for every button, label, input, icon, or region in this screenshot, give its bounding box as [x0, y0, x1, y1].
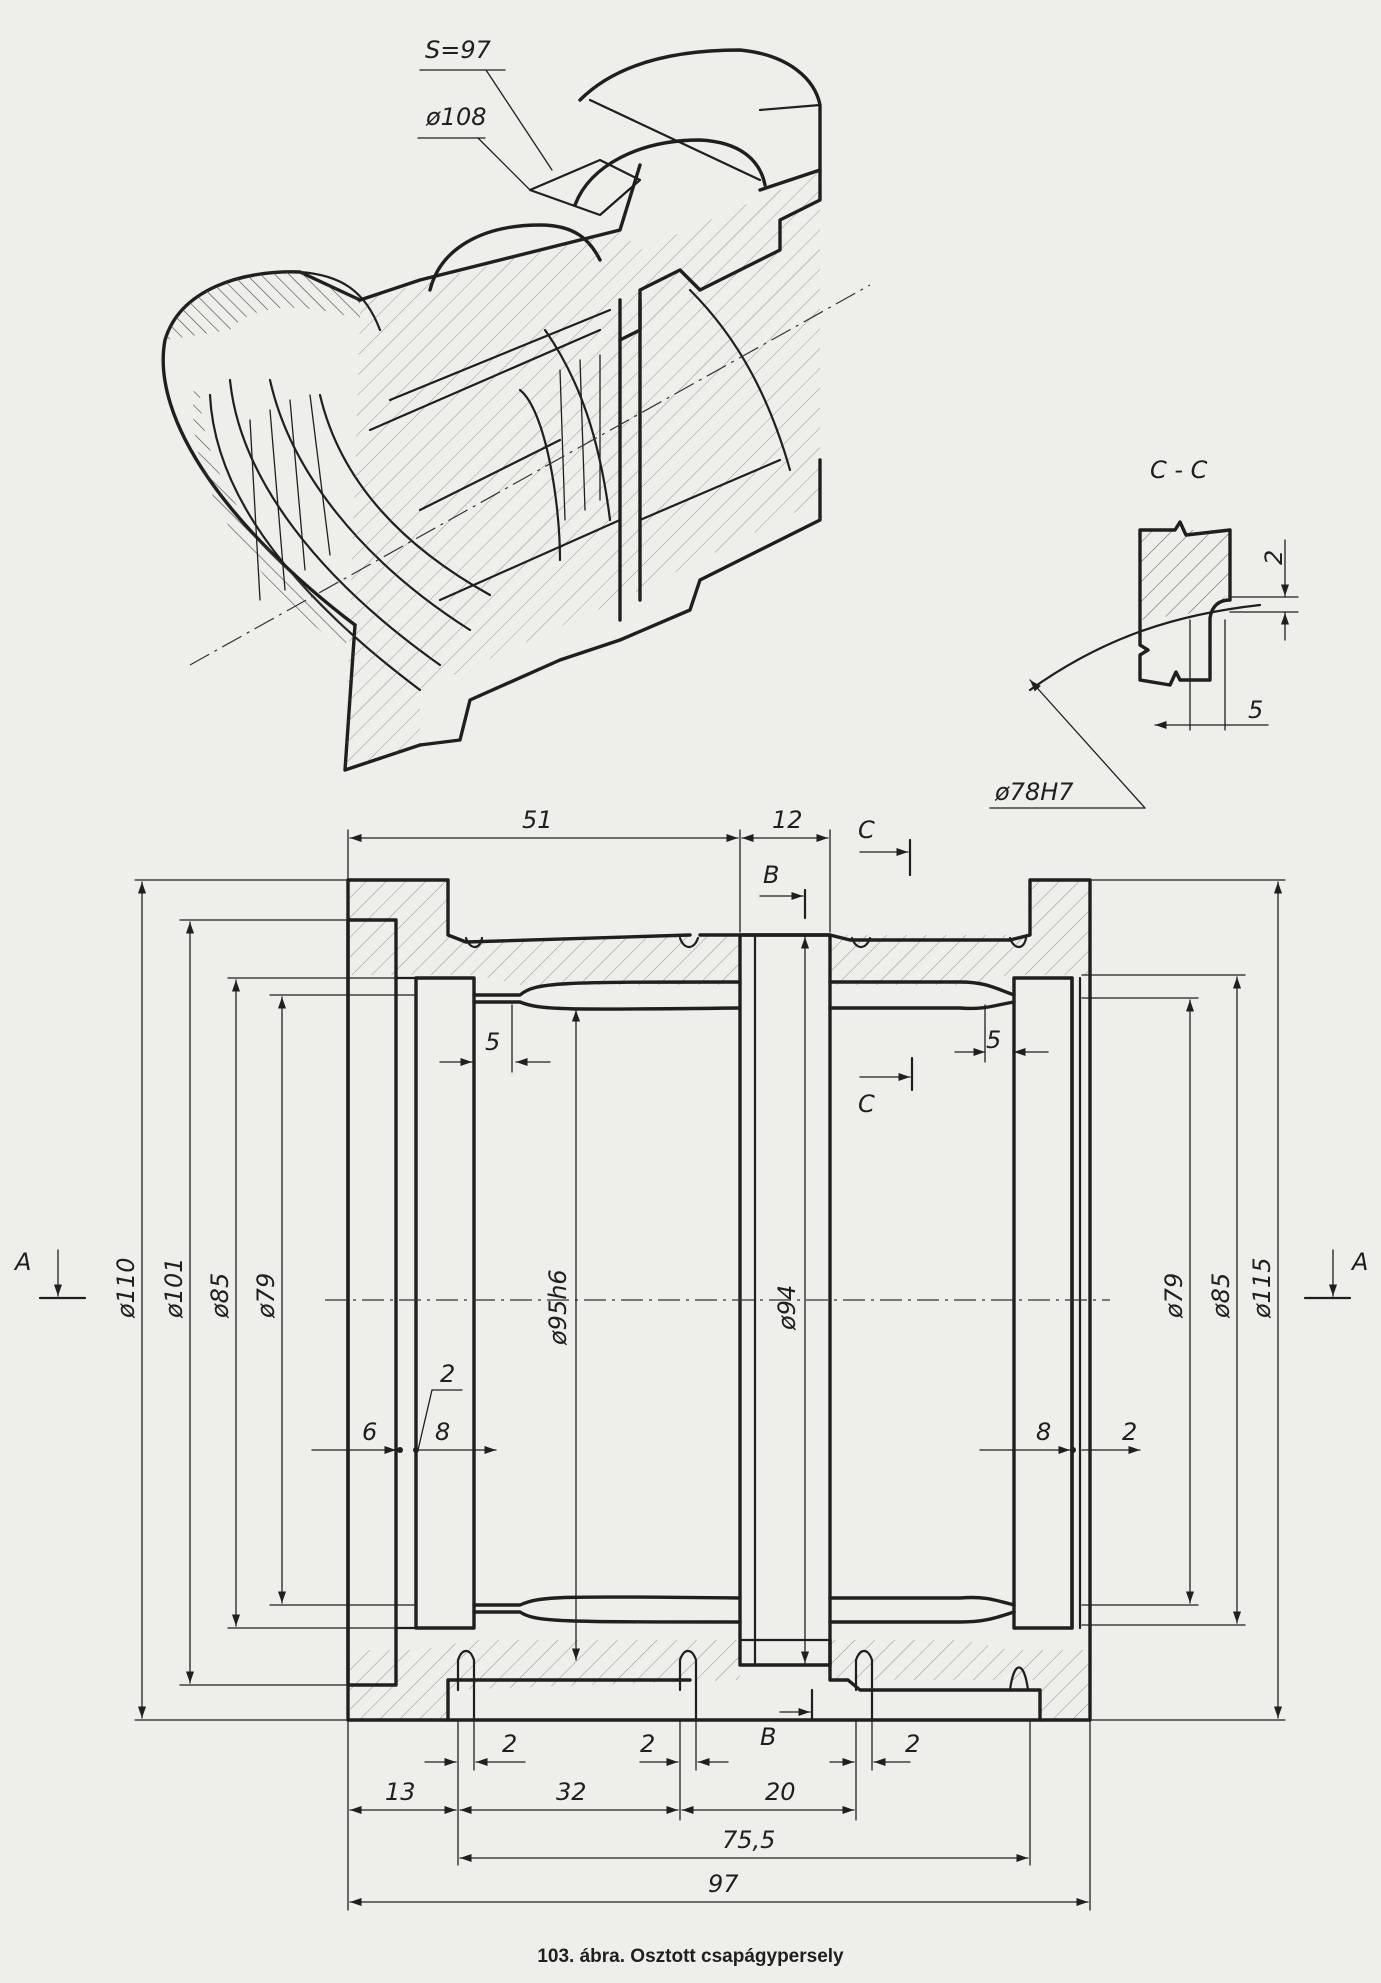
dim-top-12: 12: [772, 806, 803, 834]
dim-bottom-2c: 2: [905, 1730, 920, 1758]
dim-left-8: 8: [435, 1418, 450, 1446]
section-mark-a-right: A: [1350, 1248, 1368, 1276]
cc-width-dim: 5: [1248, 696, 1263, 724]
iso-s-label: S=97: [425, 36, 492, 64]
section-cc-detail: C - C 5 2 ø78H7: [989, 456, 1299, 809]
dim-d110: ø110: [112, 1258, 140, 1320]
dim-d79-left: ø79: [252, 1273, 280, 1319]
section-mark-b-top: B: [763, 861, 779, 889]
main-section-view: A A B B C C: [13, 816, 1368, 1751]
dim-d79-right: ø79: [1160, 1273, 1188, 1319]
section-mark-c-top: C: [858, 816, 875, 844]
dim-d115: ø115: [1248, 1258, 1276, 1320]
dim-right-2: 2: [1122, 1418, 1137, 1446]
section-mark-a-left: A: [13, 1248, 31, 1276]
dim-left-2: 2: [440, 1360, 455, 1388]
cc-bore-dim: ø78H7: [994, 778, 1074, 806]
dim-top-51: 51: [522, 806, 553, 834]
dim-bottom-13: 13: [385, 1778, 416, 1806]
dim-left-6: 6: [362, 1418, 377, 1446]
dim-d101: ø101: [160, 1258, 188, 1320]
dim-groove-right-5: 5: [986, 1026, 1001, 1054]
dim-bottom-2b: 2: [640, 1730, 655, 1758]
iso-diameter-label: ø108: [425, 103, 487, 131]
dim-bottom-32: 32: [556, 1778, 587, 1806]
figure-caption: 103. ábra. Osztott csapágypersely: [537, 1946, 844, 1967]
dim-bottom-20: 20: [765, 1778, 796, 1806]
dim-d85-left: ø85: [206, 1273, 234, 1319]
dimension-lines: 51 12 5 5 ø110 ø101 ø85 ø79 ø95h6 ø94: [112, 806, 1286, 1911]
dim-groove-left-5: 5: [485, 1028, 500, 1056]
dim-bottom-97: 97: [708, 1870, 739, 1898]
dim-bottom-2a: 2: [502, 1730, 517, 1758]
dim-d94: ø94: [773, 1285, 801, 1331]
dim-d95h6: ø95h6: [544, 1269, 572, 1346]
section-cc-title: C - C: [1150, 456, 1208, 484]
section-mark-b-bottom: B: [760, 1723, 776, 1751]
cc-depth-dim: 2: [1260, 550, 1288, 565]
isometric-view: S=97 ø108: [161, 36, 871, 772]
section-mark-c-bottom: C: [858, 1090, 875, 1118]
dim-bottom-75-5: 75,5: [722, 1826, 775, 1854]
dim-right-8: 8: [1036, 1418, 1051, 1446]
dim-d85-right: ø85: [1207, 1273, 1235, 1319]
